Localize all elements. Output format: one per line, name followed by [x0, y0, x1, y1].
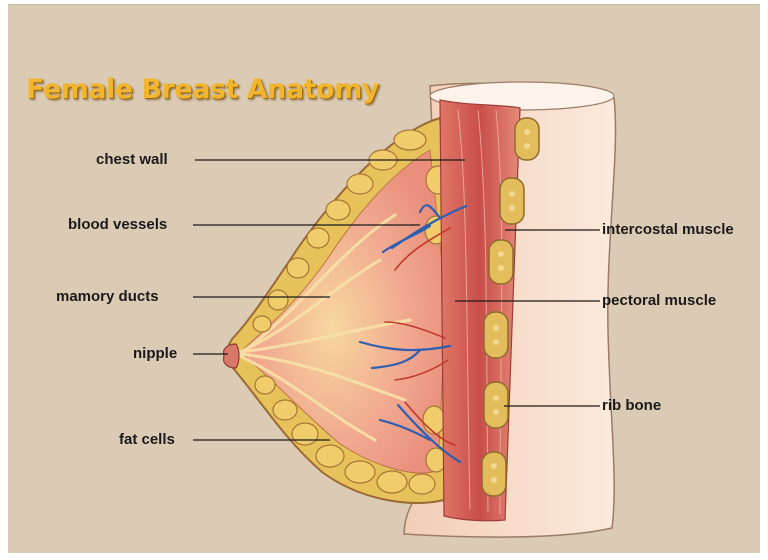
label-nipple: nipple: [133, 345, 177, 362]
label-blood-vessels: blood vessels: [68, 216, 167, 233]
label-rib-bone: rib bone: [602, 397, 661, 414]
label-fat-cells: fat cells: [119, 431, 175, 448]
label-chest-wall: chest wall: [96, 151, 168, 168]
nipple: [224, 344, 240, 368]
label-intercostal-muscle: intercostal muscle: [602, 221, 734, 238]
diagram-title: Female Breast Anatomy: [26, 74, 379, 105]
label-pectoral-muscle: pectoral muscle: [602, 292, 716, 309]
label-mamory-ducts: mamory ducts: [56, 288, 159, 305]
